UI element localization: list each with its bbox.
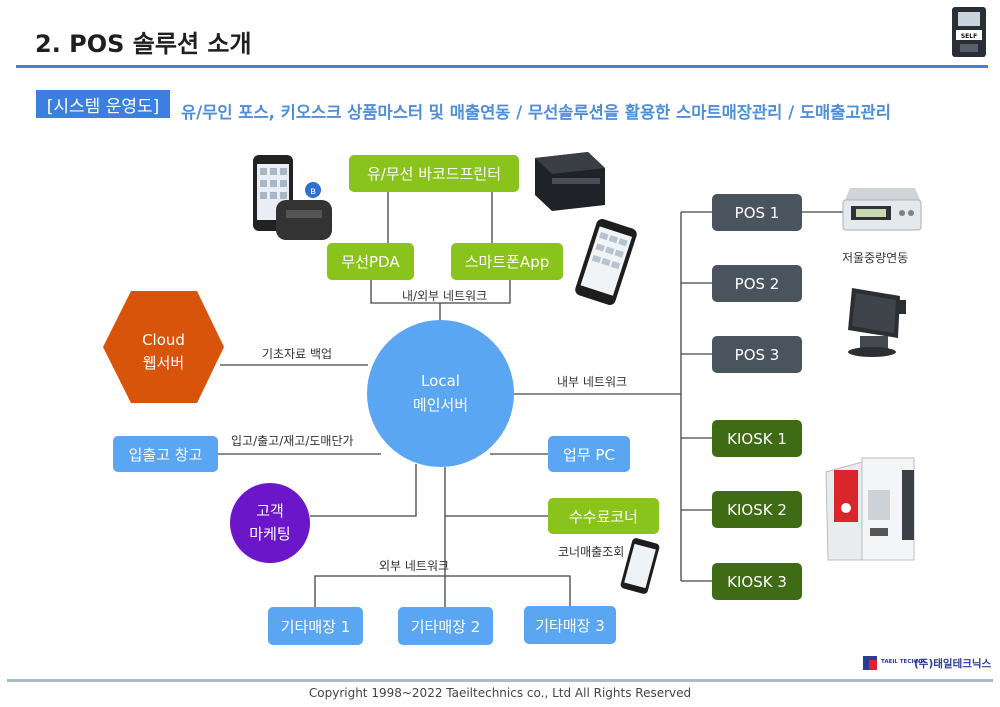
- store-1-node: 기타매장 1: [268, 607, 363, 645]
- marketing-label-line1: 고객: [256, 501, 284, 520]
- customer-marketing-node: 고객 마케팅: [230, 483, 310, 563]
- brand-logo-text: TAEIL TECHNIC: [881, 659, 927, 665]
- corner-sales-label: 코너매출조회: [558, 545, 625, 559]
- cloud-label-line1: Cloud: [142, 330, 185, 349]
- inner-outer-network-label: 내/외부 네트워크: [402, 289, 488, 303]
- kiosk-1-node: KIOSK 1: [712, 420, 802, 457]
- server-label-line1: Local: [421, 372, 460, 391]
- basic-backup-label: 기초자료 백업: [262, 347, 333, 361]
- brand-name: (주)태일테크닉스: [914, 658, 992, 670]
- scale-link-label: 저울중량연동: [842, 251, 909, 265]
- inventory-label: 입고/출고/재고/도매단가: [231, 434, 354, 448]
- external-network-label: 외부 네트워크: [379, 559, 450, 573]
- cloud-webserver-node: Cloud 웹서버: [103, 320, 224, 384]
- marketing-label-line2: 마케팅: [249, 525, 291, 543]
- internal-network-label: 내부 네트워크: [557, 375, 628, 389]
- pos-3-node: POS 3: [712, 336, 802, 373]
- server-label-line2: 메인서버: [412, 395, 469, 414]
- bluetooth-icon: ʙ: [310, 186, 316, 197]
- pos-2-node: POS 2: [712, 265, 802, 302]
- footer-divider: [7, 679, 993, 682]
- work-pc-node: 업무 PC: [548, 436, 630, 472]
- cloud-label-line2: 웹서버: [142, 354, 185, 372]
- kiosk-2-node: KIOSK 2: [712, 491, 802, 528]
- kiosk-badge-text: SELF: [961, 33, 977, 40]
- barcode-printer-node: 유/무선 바코드프린터: [349, 155, 519, 192]
- title-divider: [16, 65, 988, 68]
- local-main-server-node: Local 메인서버: [367, 320, 514, 467]
- smartphone-app-node: 스마트폰App: [451, 243, 563, 280]
- kiosk-3-node: KIOSK 3: [712, 563, 802, 600]
- warehouse-node: 입출고 창고: [113, 436, 218, 472]
- store-3-node: 기타매장 3: [524, 606, 616, 644]
- page-subtitle: 유/무인 포스, 키오스크 상품마스터 및 매출연동 / 무선솔루션을 활용한 …: [181, 103, 891, 122]
- system-diagram-label: [시스템 운영도]: [36, 90, 170, 118]
- page-title: 2. POS 솔루션 소개: [35, 30, 252, 58]
- fee-corner-node: 수수료코너: [548, 498, 659, 534]
- pos-1-node: POS 1: [712, 194, 802, 231]
- store-2-node: 기타매장 2: [398, 607, 493, 645]
- copyright-text: Copyright 1998~2022 Taeiltechnics co., L…: [308, 686, 692, 700]
- wireless-pda-node: 무선PDA: [327, 243, 414, 280]
